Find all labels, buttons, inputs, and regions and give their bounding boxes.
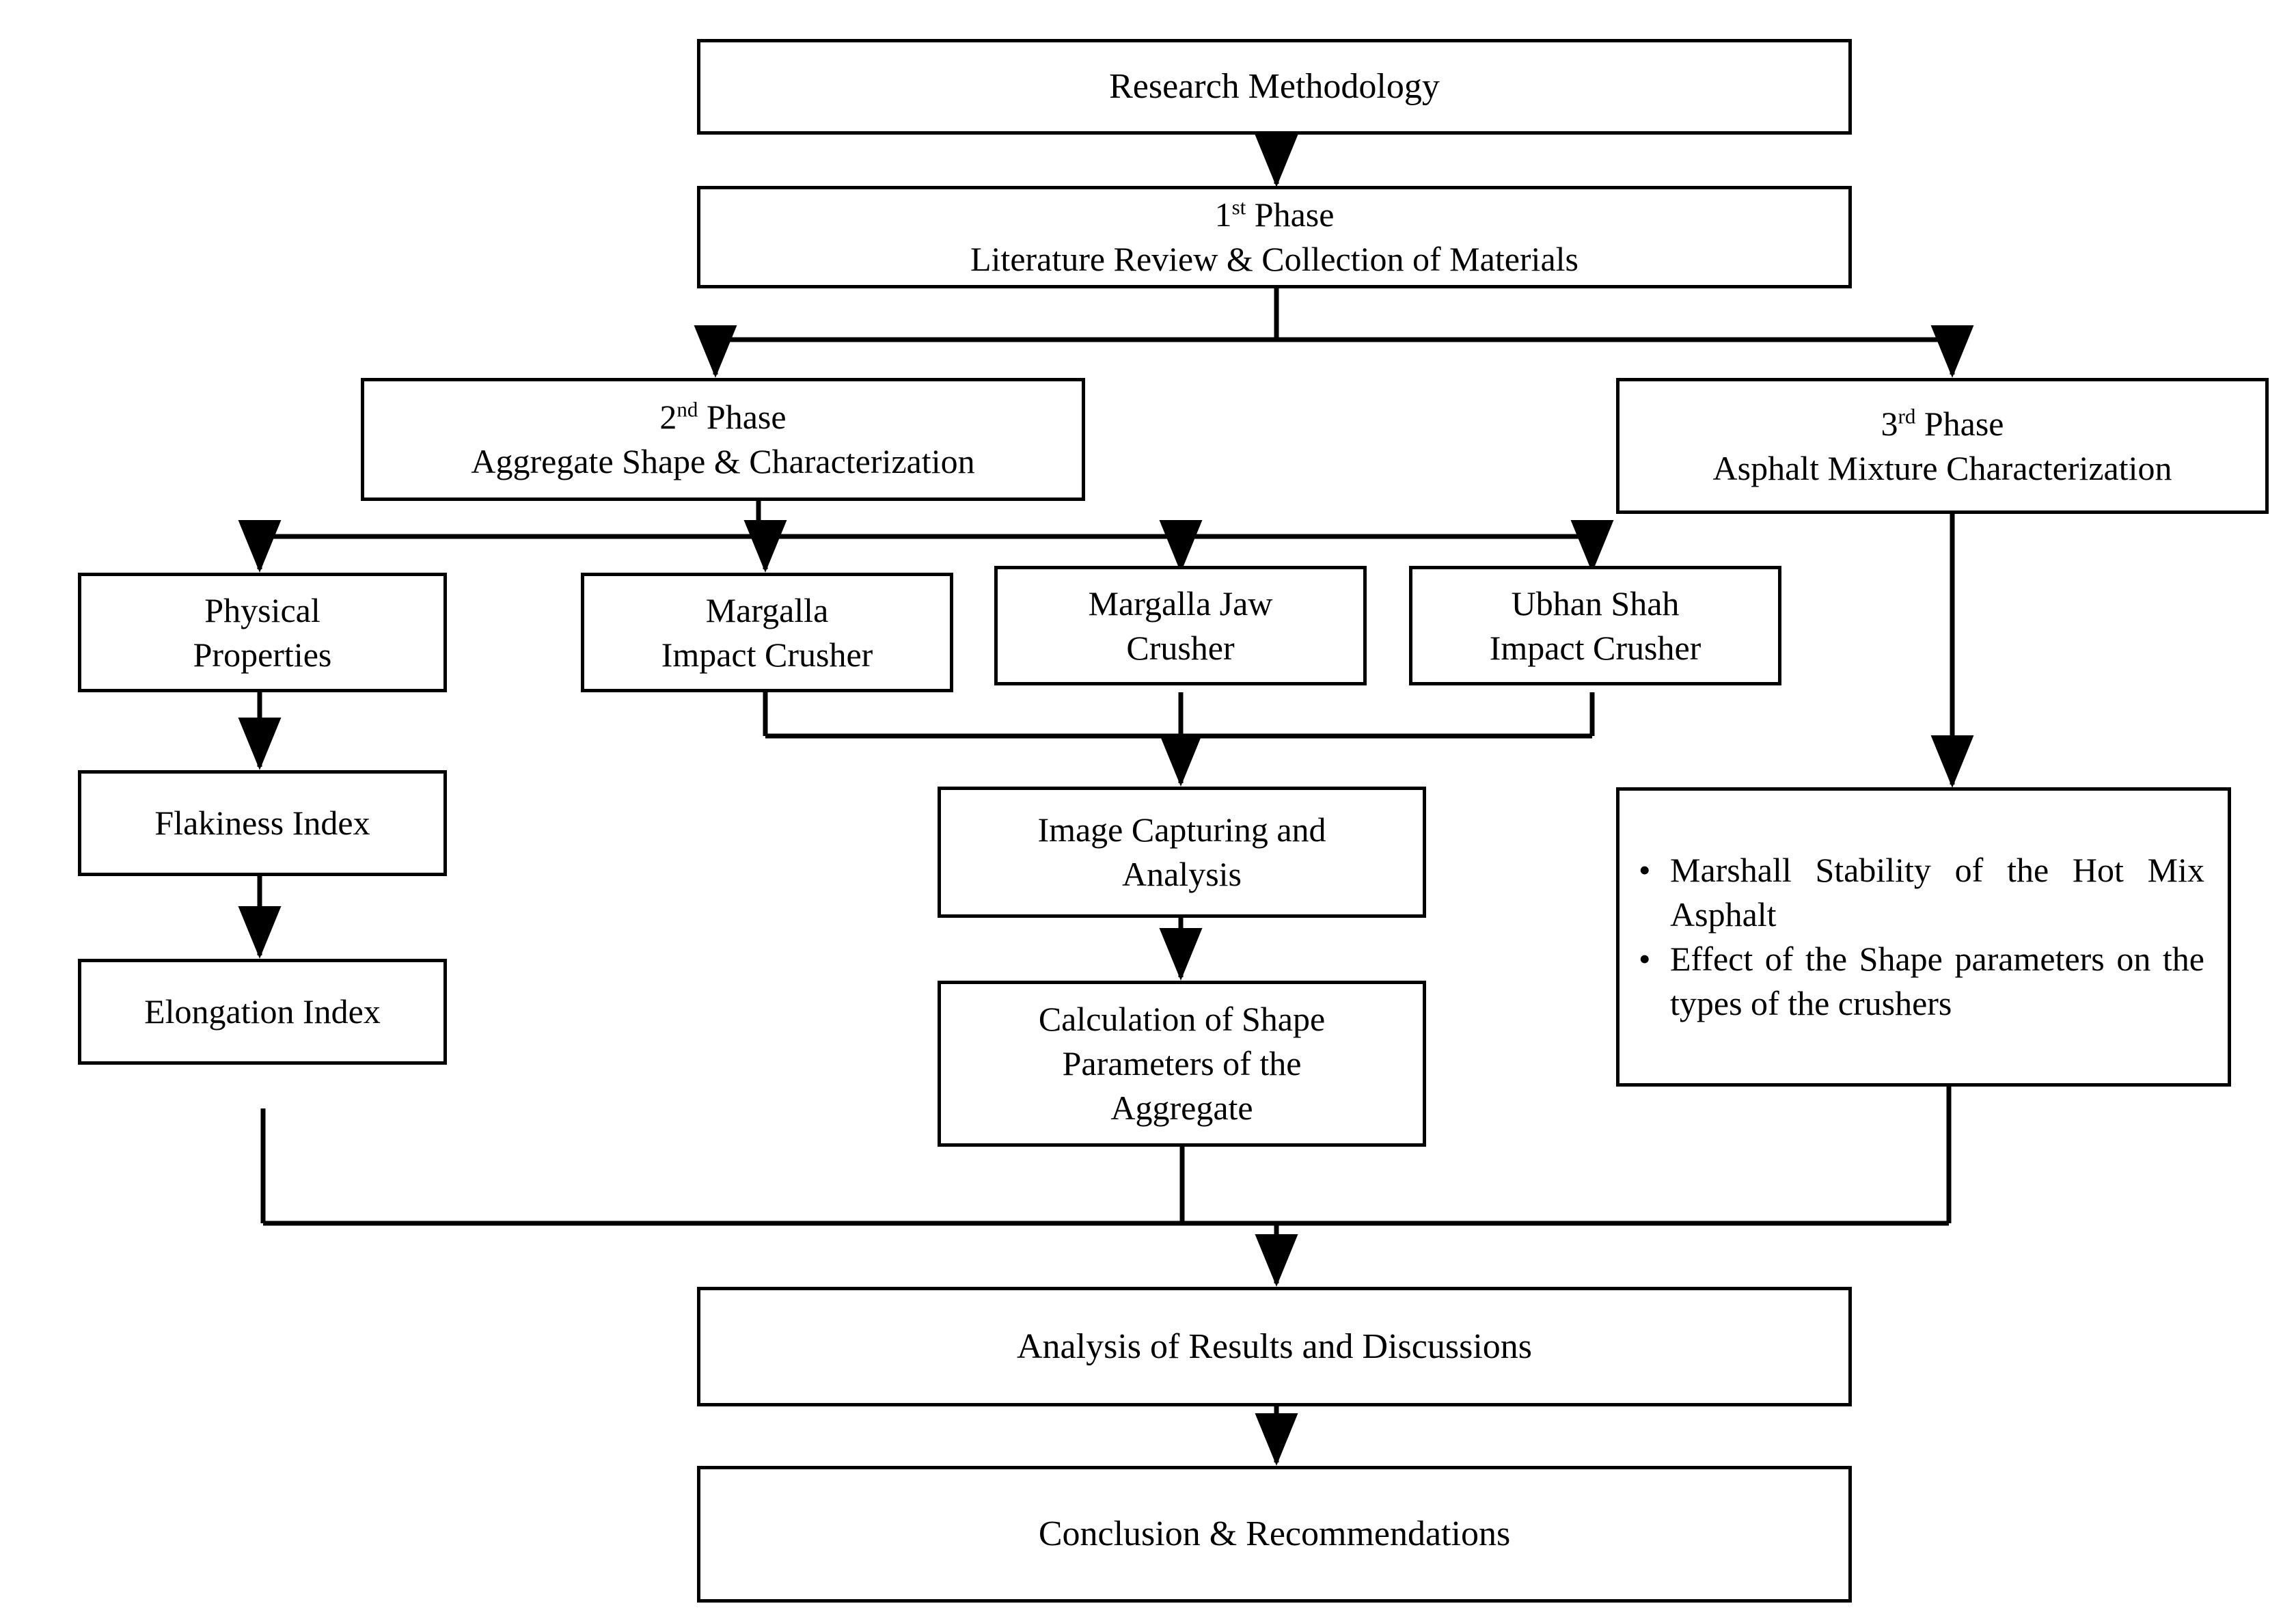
node-conclusion[interactable]: Conclusion & Recommendations [697,1466,1852,1603]
phase1-ordinal-suffix: st [1231,195,1246,219]
list-item: • Marshall Stability of the Hot Mix Asph… [1639,848,2204,937]
node-flakiness-index[interactable]: Flakiness Index [78,770,447,876]
phase3-ordinal-suffix: rd [1898,403,1916,428]
analysis-results-label: Analysis of Results and Discussions [1017,1326,1532,1366]
ubhan-shah-impact-crusher-line2: Impact Crusher [1489,628,1702,667]
margalla-jaw-crusher-line1: Margalla Jaw [1088,584,1273,623]
node-asphalt-outcomes[interactable]: • Marshall Stability of the Hot Mix Asph… [1616,787,2231,1087]
margalla-impact-crusher-line2: Impact Crusher [661,635,873,674]
phase3-heading: 3rd Phase [1881,403,2004,443]
node-elongation-index[interactable]: Elongation Index [78,959,447,1065]
node-phase1[interactable]: 1st Phase Literature Review & Collection… [697,186,1852,288]
physical-properties-line2: Properties [193,635,332,674]
list-item: • Effect of the Shape parameters on the … [1639,937,2204,1026]
shape-parameters-line3: Aggregate [1110,1089,1253,1127]
node-ubhan-shah-impact-crusher[interactable]: Ubhan Shah Impact Crusher [1409,566,1781,685]
node-margalla-jaw-crusher[interactable]: Margalla Jaw Crusher [994,566,1367,685]
conclusion-label: Conclusion & Recommendations [1038,1514,1511,1554]
node-physical-properties[interactable]: Physical Properties [78,573,447,692]
node-analysis-results[interactable]: Analysis of Results and Discussions [697,1287,1852,1406]
research-methodology-label: Research Methodology [1109,67,1440,107]
phase2-ordinal-suffix: nd [676,397,698,422]
bullet-icon: • [1639,851,1651,889]
phase3-subtitle: Asphalt Mixture Characterization [1712,448,2172,487]
elongation-index-label: Elongation Index [144,992,381,1031]
node-phase2[interactable]: 2nd Phase Aggregate Shape & Characteriza… [361,378,1085,501]
phase1-heading: 1st Phase [1214,195,1335,234]
shape-parameters-line2: Parameters of the [1062,1044,1302,1082]
image-capturing-line1: Image Capturing and [1037,810,1326,849]
node-phase3[interactable]: 3rd Phase Asphalt Mixture Characterizati… [1616,378,2269,514]
asphalt-outcome-2: Effect of the Shape parameters on the ty… [1670,940,2204,1022]
phase1-subtitle: Literature Review & Collection of Materi… [970,240,1578,278]
bullet-icon: • [1639,940,1651,978]
flakiness-index-label: Flakiness Index [154,804,370,842]
physical-properties-line1: Physical [204,590,320,629]
phase2-subtitle: Aggregate Shape & Characterization [471,442,975,480]
margalla-impact-crusher-line1: Margalla [705,590,829,629]
asphalt-outcome-1: Marshall Stability of the Hot Mix Asphal… [1670,851,2204,934]
node-shape-parameters[interactable]: Calculation of Shape Parameters of the A… [938,981,1426,1147]
node-image-capturing-analysis[interactable]: Image Capturing and Analysis [938,787,1426,918]
ubhan-shah-impact-crusher-line1: Ubhan Shah [1511,584,1680,623]
margalla-jaw-crusher-line2: Crusher [1126,628,1235,667]
phase2-heading: 2nd Phase [659,397,787,436]
shape-parameters-line1: Calculation of Shape [1038,1000,1326,1038]
image-capturing-line2: Analysis [1122,855,1242,893]
node-margalla-impact-crusher[interactable]: Margalla Impact Crusher [581,573,953,692]
node-research-methodology[interactable]: Research Methodology [697,39,1852,135]
